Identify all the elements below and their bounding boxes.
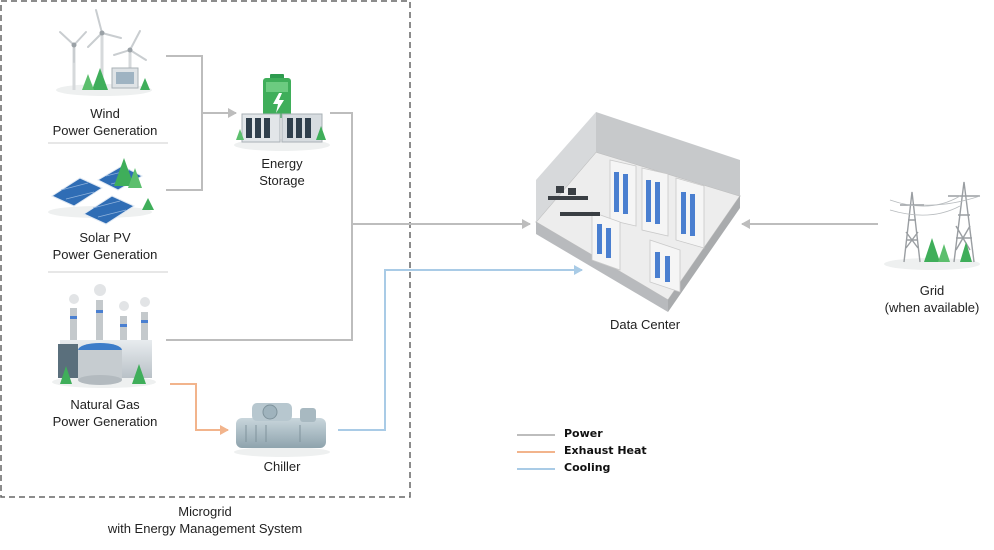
cooling-arrow: [338, 265, 583, 431]
chiller-icon: [234, 403, 330, 457]
microgrid-label: Microgrid with Energy Management System: [60, 503, 350, 537]
battery-storage-icon: [234, 74, 330, 151]
gas-plant-icon: [52, 284, 156, 388]
microgrid-label-line2: with Energy Management System: [107, 521, 303, 536]
grid-label: Grid (when available): [870, 282, 994, 316]
gas-label-line2: Power Generation: [52, 414, 158, 429]
solar-label-line1: Solar PV: [79, 230, 131, 245]
exhaust-heat-arrow: [170, 383, 229, 435]
storage-label: Energy Storage: [235, 155, 329, 189]
power-connectors: [166, 55, 878, 341]
bolt-icon: [273, 93, 284, 113]
wind-label: Wind Power Generation: [40, 105, 170, 139]
solar-label-line2: Power Generation: [52, 247, 158, 262]
legend-power-label: Power: [564, 427, 603, 440]
grid-tower-icon: [884, 181, 981, 270]
gas-label-line1: Natural Gas: [70, 397, 140, 412]
power-line-wind-solar-join: [166, 55, 203, 191]
chiller-label-text: Chiller: [263, 459, 301, 474]
solar-panel-icon: [48, 158, 154, 225]
solar-label: Solar PV Power Generation: [40, 229, 170, 263]
storage-label-line1: Energy: [261, 156, 303, 171]
gas-label: Natural Gas Power Generation: [40, 396, 170, 430]
power-line-storage-gas: [166, 112, 353, 341]
storage-label-line2: Storage: [259, 173, 305, 188]
legend-cooling-label: Cooling: [564, 461, 611, 474]
datacenter-label: Data Center: [580, 316, 710, 333]
datacenter-icon: [535, 112, 741, 312]
microgrid-boundary: [0, 0, 411, 498]
wind-label-line1: Wind: [90, 106, 120, 121]
chiller-label: Chiller: [235, 458, 329, 475]
grid-label-line1: Grid: [919, 283, 945, 298]
wind-label-line2: Power Generation: [52, 123, 158, 138]
microgrid-label-line1: Microgrid: [178, 504, 232, 519]
legend-exhaust-label: Exhaust Heat: [564, 444, 647, 457]
datacenter-label-text: Data Center: [609, 317, 681, 332]
wind-turbine-icon: [56, 9, 152, 96]
grid-label-line2: (when available): [884, 300, 980, 315]
